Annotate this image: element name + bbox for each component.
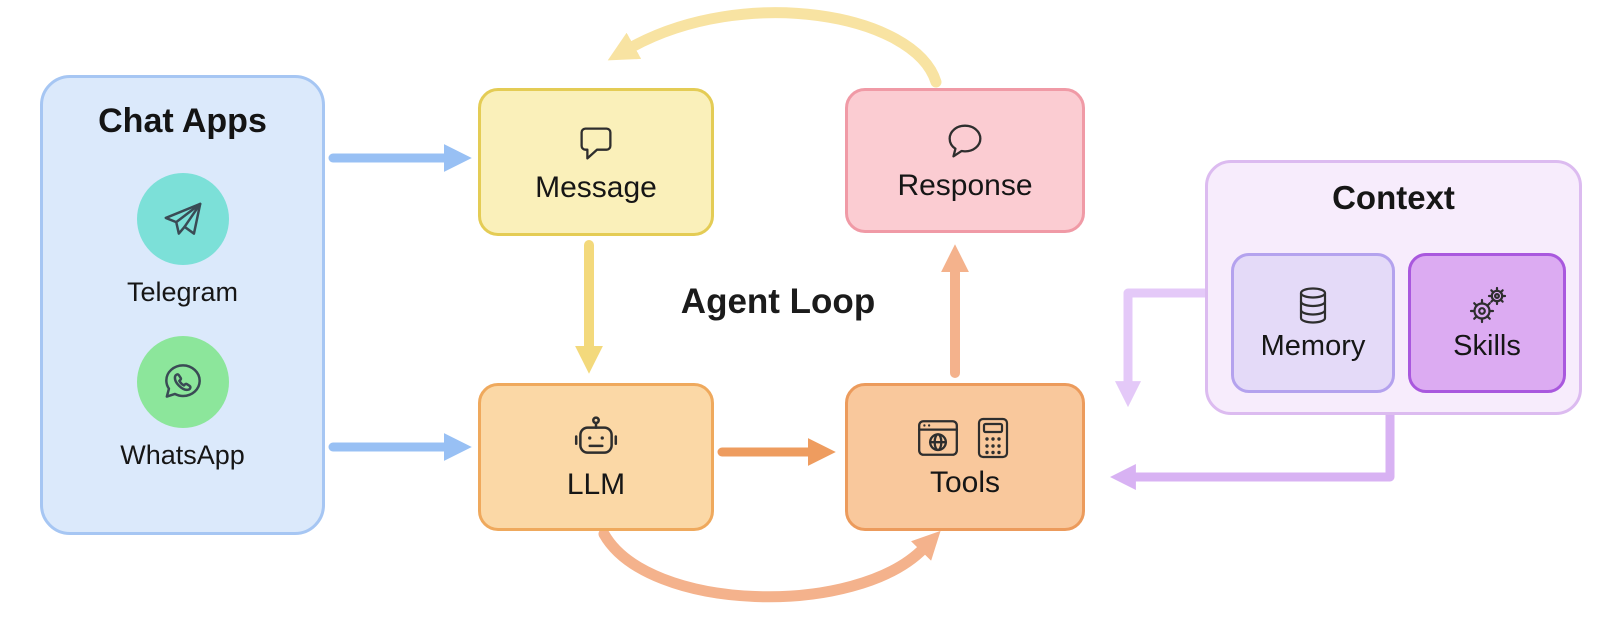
llm-label: LLM: [566, 467, 626, 501]
telegram-avatar: [136, 173, 229, 265]
response-label: Response: [897, 169, 1033, 202]
speech-bubble-round-icon: [948, 124, 982, 158]
tools-icons: [915, 415, 1015, 461]
arrow-response-to-message-arc: [607, 7, 942, 88]
database-icon: [1299, 286, 1327, 324]
context-title: Context: [1332, 179, 1455, 216]
whatsapp-label: WhatsApp: [120, 440, 245, 470]
robot-icon: [574, 415, 618, 454]
llm-node: LLM: [478, 383, 714, 531]
arrow-context-to-tools-top: [1115, 288, 1210, 408]
tools-label: Tools: [929, 465, 1001, 499]
telegram-icon: [164, 202, 201, 235]
memory-box: Memory: [1231, 253, 1395, 393]
chat-apps-title: Chat Apps: [98, 102, 267, 140]
whatsapp-icon: [164, 364, 201, 398]
gears-icon: [1469, 286, 1507, 323]
arrow-llm-to-tools-arc: [598, 528, 941, 603]
response-node: Response: [845, 88, 1085, 233]
browser-globe-icon: [918, 419, 958, 456]
telegram-label: Telegram: [126, 277, 239, 307]
context-panel: Context Memory: [1205, 160, 1582, 415]
arrow-context-to-tools-side: [1109, 409, 1395, 490]
chat-apps-panel: Chat Apps Telegram WhatsApp: [40, 75, 325, 535]
memory-label: Memory: [1260, 329, 1366, 362]
speech-bubble-square-icon: [580, 126, 612, 159]
whatsapp-avatar: [136, 336, 229, 428]
message-label: Message: [535, 170, 657, 204]
skills-box: Skills: [1408, 253, 1566, 393]
message-node: Message: [478, 88, 714, 236]
skills-label: Skills: [1453, 329, 1521, 362]
calculator-icon: [977, 417, 1009, 458]
agent-loop-title: Agent Loop: [680, 282, 876, 321]
tools-node: Tools: [845, 383, 1085, 531]
